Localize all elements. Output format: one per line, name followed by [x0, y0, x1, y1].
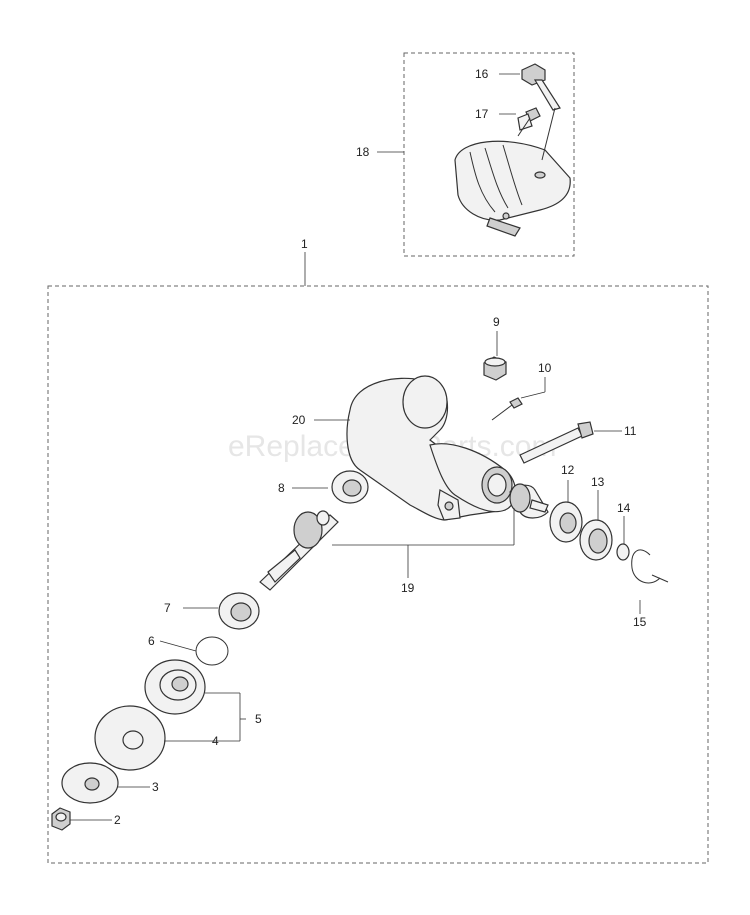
- callout-19: 19: [401, 581, 415, 595]
- callout-15: 15: [633, 615, 647, 629]
- callout-10: 10: [538, 361, 552, 375]
- callout-9: 9: [493, 315, 500, 329]
- callout-16: 16: [475, 67, 489, 81]
- callout-3: 3: [152, 780, 159, 794]
- callout-4: 4: [212, 734, 219, 748]
- callout-8: 8: [278, 481, 285, 495]
- gear-housing-part: [346, 375, 517, 521]
- top-assembly-box: [403, 52, 575, 257]
- bearing-13-part: [579, 519, 613, 561]
- callout-7: 7: [164, 601, 171, 615]
- callout-13: 13: [591, 475, 605, 489]
- callout-11: 11: [624, 424, 637, 438]
- ring-14-part: [616, 543, 630, 561]
- callout-6: 6: [148, 634, 155, 648]
- bearing-12-part: [549, 501, 583, 543]
- bolt-16-part: [521, 63, 561, 161]
- callout-12: 12: [561, 463, 575, 477]
- shield-clamp-part: [454, 140, 571, 237]
- bolt-11-part: [519, 421, 594, 464]
- circlip-15-part: [631, 549, 669, 584]
- nut-2-part: [51, 807, 71, 831]
- ring-6-part: [195, 636, 229, 666]
- bolt-17-part: [517, 107, 541, 137]
- screw-10-part: [491, 397, 523, 421]
- plug-9-part: [483, 356, 507, 381]
- bearing-7-part: [218, 592, 260, 630]
- callout-18: 18: [356, 145, 370, 159]
- flange-5-part: [144, 659, 206, 715]
- callout-14: 14: [617, 501, 631, 515]
- shaft-gear-19-part: [259, 483, 549, 591]
- bearing-8-part: [331, 470, 369, 504]
- callout-1: 1: [301, 237, 308, 251]
- callout-17: 17: [475, 107, 489, 121]
- callout-5: 5: [255, 712, 262, 726]
- leader-lines: [70, 73, 641, 821]
- main-assembly-box: [47, 285, 709, 864]
- washer-3-part: [61, 762, 119, 804]
- callout-20: 20: [292, 413, 306, 427]
- disc-4-part: [94, 705, 166, 771]
- callout-2: 2: [114, 813, 121, 827]
